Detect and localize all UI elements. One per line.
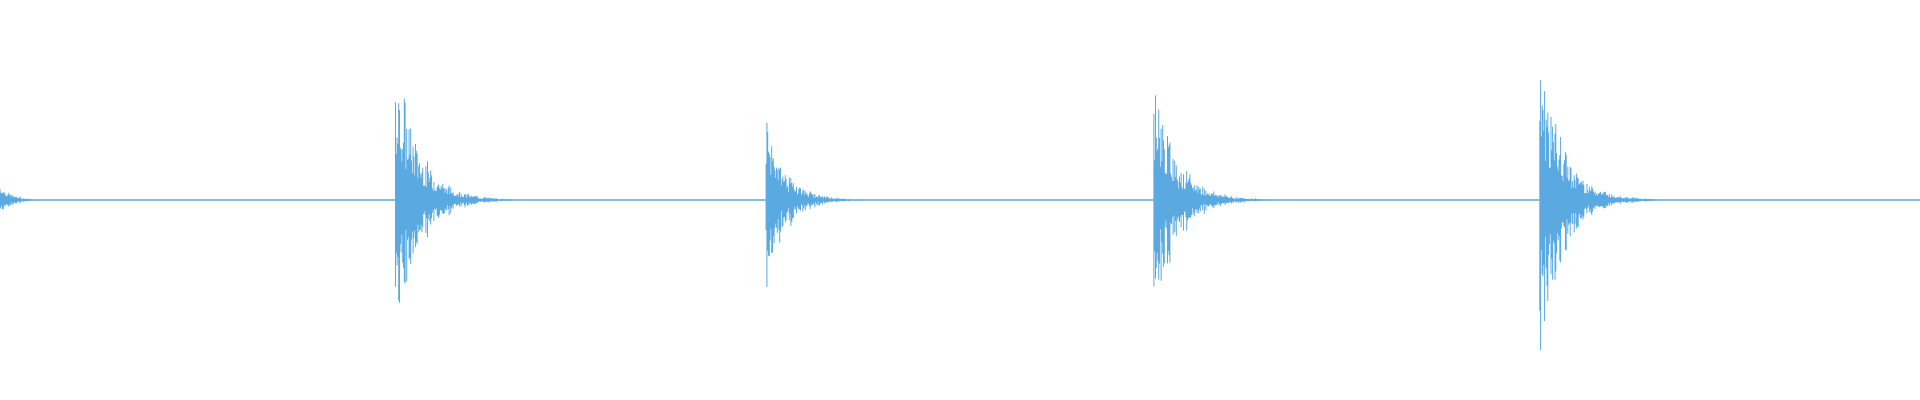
transient-3: [765, 122, 863, 287]
transient-1: [0, 189, 59, 210]
transient-5: [1539, 80, 1656, 350]
transient-4: [1153, 95, 1270, 287]
waveform-samples: [0, 80, 1656, 350]
transient-2: [395, 98, 512, 303]
